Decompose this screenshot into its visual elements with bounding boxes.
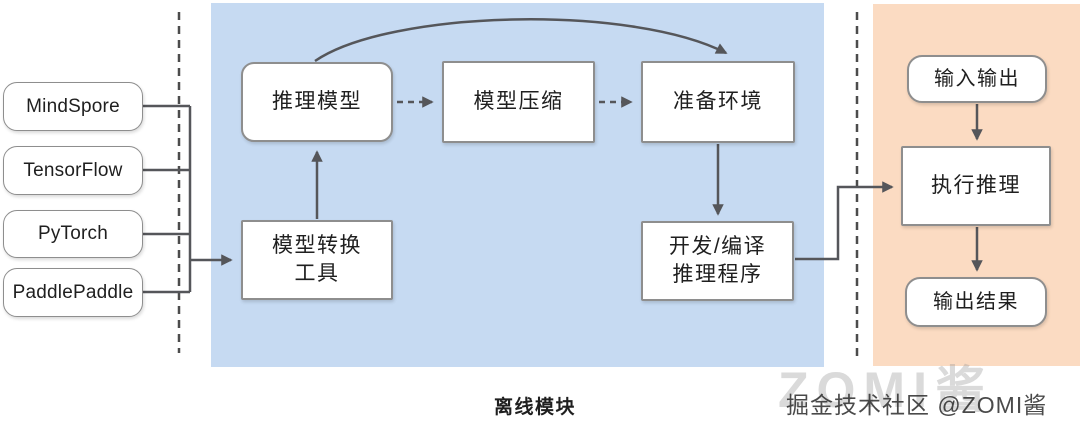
- node-mindspore: MindSpore: [3, 82, 143, 131]
- node-input-output-label: 输入输出: [934, 67, 1020, 90]
- watermark-background-text: ZOMI酱: [778, 362, 993, 418]
- node-output-result-label: 输出结果: [933, 290, 1019, 313]
- offline-module-region: [211, 3, 824, 367]
- node-execute-inference-label: 执行推理: [931, 173, 1021, 197]
- node-inference-model: 推理模型: [241, 62, 393, 142]
- node-model-converter: 模型转换 工具: [241, 220, 393, 300]
- node-model-converter-line1: 模型转换: [272, 233, 362, 257]
- node-pytorch-label: PyTorch: [37, 223, 109, 245]
- node-prepare-env-label: 准备环境: [673, 89, 763, 113]
- node-dev-compile: 开发/编译 推理程序: [641, 221, 794, 301]
- node-tensorflow: TensorFlow: [3, 146, 143, 195]
- node-pytorch: PyTorch: [3, 210, 143, 258]
- node-input-output: 输入输出: [907, 55, 1047, 103]
- node-prepare-env: 准备环境: [641, 61, 795, 143]
- node-paddlepaddle-label: PaddlePaddle: [12, 281, 134, 303]
- node-dev-compile-line2: 推理程序: [672, 263, 763, 286]
- node-mindspore-label: MindSpore: [26, 95, 120, 117]
- node-paddlepaddle: PaddlePaddle: [3, 268, 143, 317]
- node-model-compression: 模型压缩: [442, 61, 595, 143]
- node-inference-model-label: 推理模型: [272, 89, 362, 113]
- watermark-foreground-text: 掘金技术社区 @ZOMI酱: [786, 392, 1048, 418]
- node-model-converter-line2: 工具: [294, 262, 340, 285]
- node-tensorflow-label: TensorFlow: [23, 159, 123, 181]
- node-dev-compile-line1: 开发/编译: [668, 234, 767, 258]
- node-output-result: 输出结果: [905, 277, 1047, 327]
- node-execute-inference: 执行推理: [901, 146, 1051, 226]
- offline-module-caption: 离线模块: [493, 397, 576, 418]
- node-model-compression-label: 模型压缩: [473, 89, 564, 113]
